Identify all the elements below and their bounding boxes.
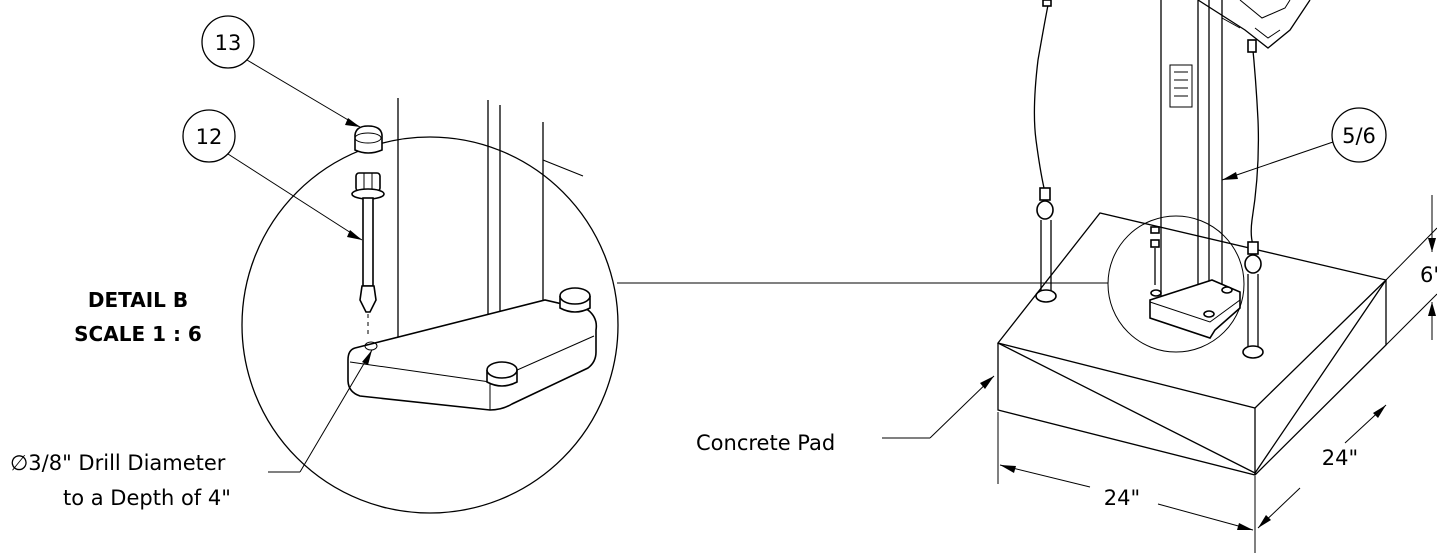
callout-5-6-label: 5/6 [1342,124,1376,148]
left-load-cable [1033,0,1057,303]
callout-5-6: 5/6 [1221,107,1387,181]
drill-note: ∅3/8" Drill Diameter to a Depth of 4" [10,349,373,510]
detail-b-view: 13 12 DETAIL B SCALE 1 : 6 ∅3/8" Drill D… [10,15,1108,514]
dimension-height-label: 6" [1420,263,1437,287]
main-anchor-bolt [1150,226,1160,285]
concrete-pad-note: Concrete Pad [696,375,995,455]
callout-13-label: 13 [215,31,242,55]
drill-note-line2: to a Depth of 4" [63,486,231,510]
detail-b-marker [1107,215,1245,353]
right-load-cable [1242,39,1264,359]
callout-12-label: 12 [196,125,223,149]
detail-base-plate [347,299,598,411]
callout-12: 12 [182,109,363,241]
dimension-side-width: 24" [1257,404,1387,529]
main-base-plate [1149,279,1241,339]
drill-note-line1: ∅3/8" Drill Diameter [10,451,226,475]
scale-head [1197,0,1311,49]
dimension-height: 6" [1385,195,1437,346]
detail-anchor-bolt [351,125,385,335]
main-view: 5/6 Concrete Pad 24" 24" [696,0,1437,553]
dimension-side-label: 24" [1322,446,1358,470]
concrete-pad-label: Concrete Pad [696,431,835,455]
detail-scale: SCALE 1 : 6 [74,322,202,346]
main-post [1160,0,1241,312]
callout-13: 13 [201,15,361,128]
dimension-front-label: 24" [1104,486,1140,510]
detail-bolt-heads [486,287,591,387]
detail-circle [241,136,619,514]
dimension-front-width: 24" [997,412,1256,553]
detail-title: DETAIL B [88,288,188,312]
concrete-pad [996,212,1388,476]
